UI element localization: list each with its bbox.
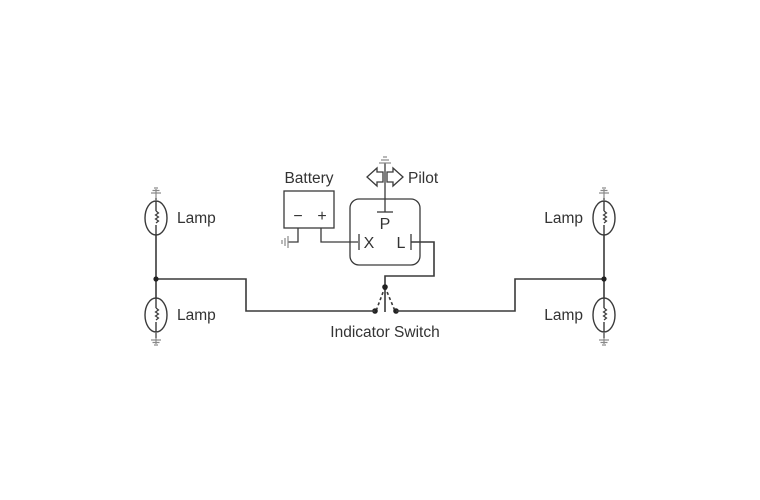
arrow-left-icon bbox=[366, 166, 384, 188]
flasher-unit: P X L bbox=[349, 198, 435, 287]
ground-icon bbox=[151, 332, 161, 346]
right-junction bbox=[601, 276, 607, 282]
switch-label: Indicator Switch bbox=[330, 324, 439, 341]
battery-minus-terminal: − bbox=[293, 208, 302, 225]
lamp-label: Lamp bbox=[177, 210, 216, 227]
filament-icon bbox=[602, 307, 608, 321]
lamp-right-bottom: Lamp bbox=[544, 297, 616, 346]
filament-icon bbox=[154, 210, 160, 224]
ground-icon bbox=[151, 187, 161, 201]
pilot-label: Pilot bbox=[408, 170, 439, 187]
left-circuit-wire bbox=[156, 278, 375, 312]
pilot-indicator: Pilot bbox=[366, 156, 439, 212]
pin-x-label: X bbox=[364, 235, 375, 252]
battery: Battery − + bbox=[281, 170, 358, 248]
ground-icon bbox=[599, 332, 609, 346]
right-circuit-wire bbox=[396, 278, 604, 312]
lamp-right-top: Lamp bbox=[544, 187, 616, 236]
lamp-label: Lamp bbox=[544, 210, 583, 227]
lamp-label: Lamp bbox=[177, 307, 216, 324]
arrow-right-icon bbox=[386, 166, 404, 188]
ground-icon bbox=[599, 187, 609, 201]
ground-icon bbox=[281, 236, 289, 248]
flasher-to-switch-wire bbox=[384, 241, 435, 287]
switch-path-right bbox=[384, 286, 396, 312]
lamp-left-top: Lamp bbox=[144, 187, 216, 236]
battery-plus-wire bbox=[320, 228, 358, 243]
switch-path-left bbox=[375, 286, 386, 312]
switch-common-terminal bbox=[382, 284, 388, 290]
pin-l-label: L bbox=[397, 235, 406, 252]
battery-body bbox=[283, 190, 335, 229]
pin-p-label: P bbox=[380, 216, 391, 233]
lamp-label: Lamp bbox=[544, 307, 583, 324]
left-junction bbox=[153, 276, 159, 282]
battery-plus-terminal: + bbox=[317, 208, 326, 225]
battery-ground-wire bbox=[288, 228, 299, 243]
ground-icon bbox=[379, 156, 391, 164]
lamp-left-bottom: Lamp bbox=[144, 297, 216, 346]
filament-icon bbox=[602, 210, 608, 224]
filament-icon bbox=[154, 307, 160, 321]
battery-label: Battery bbox=[284, 170, 333, 187]
indicator-switch: Indicator Switch bbox=[330, 284, 440, 341]
